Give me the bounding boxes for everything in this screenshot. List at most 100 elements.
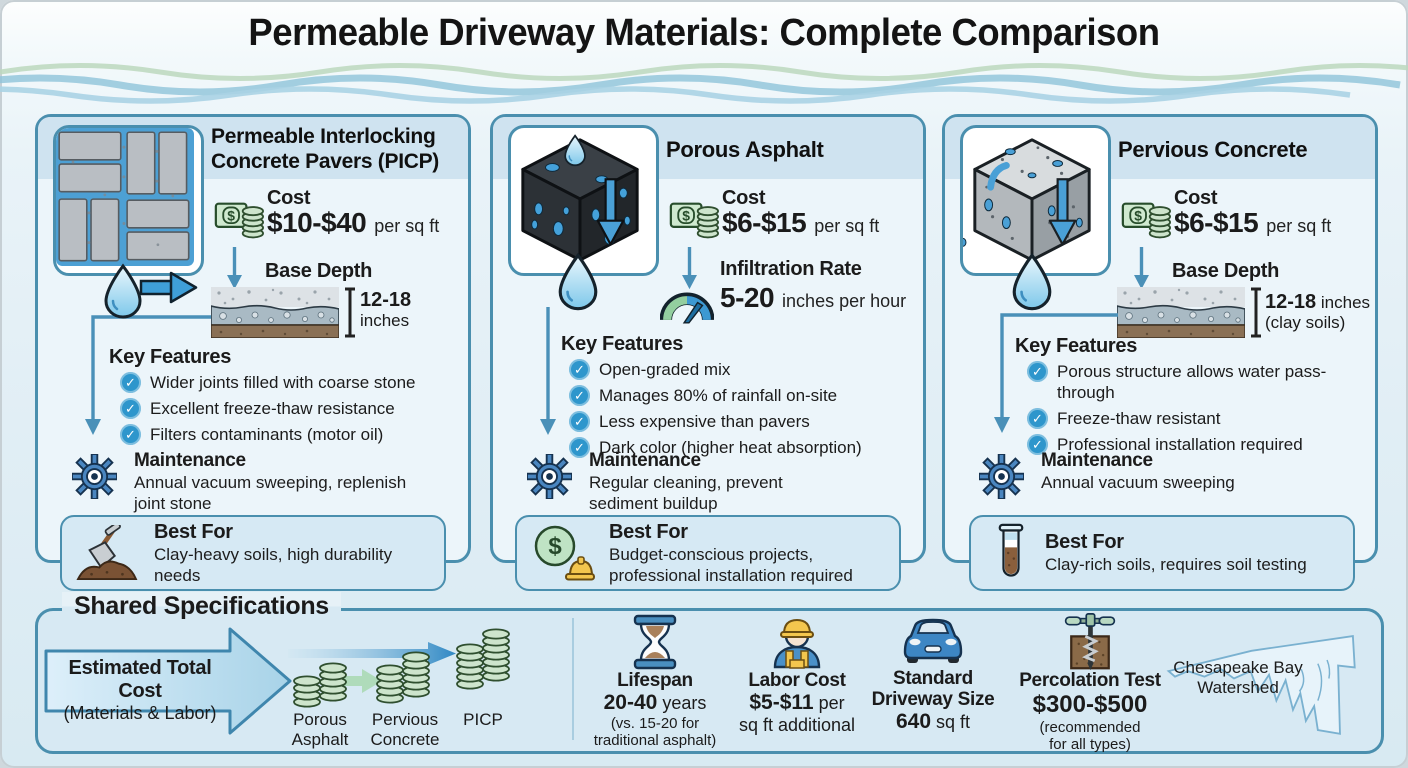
stat-lifespan-title: Lifespan xyxy=(617,670,693,691)
best-for-box: $ Best For Budget-conscious projects, pr… xyxy=(515,515,901,591)
stack-label-pervious-concrete: Pervious Concrete xyxy=(370,710,440,749)
check-icon: ✓ xyxy=(569,437,590,458)
card-picp: Permeable Interlocking Concrete Pavers (… xyxy=(35,114,471,591)
maintenance-label: Maintenance xyxy=(1041,450,1153,471)
coin-stack-pervious-concrete xyxy=(376,651,430,704)
maintenance-text: Regular cleaning, prevent sediment build… xyxy=(589,473,783,513)
feature-item: ✓Dark color (higher heat absorption) xyxy=(569,437,909,458)
stat-labor-cost: Labor Cost $5-$11 per sq ft additional xyxy=(722,670,872,736)
check-icon: ✓ xyxy=(1027,408,1048,429)
stat-labor-title: Labor Cost xyxy=(748,670,846,691)
stat-driveway-size: Standard Driveway Size 640 sq ft xyxy=(858,668,1008,734)
panel-divider xyxy=(572,618,574,740)
connector-elbow xyxy=(85,315,211,435)
check-icon: ✓ xyxy=(120,398,141,419)
feature-item: ✓Less expensive than pavers xyxy=(569,411,909,432)
check-icon: ✓ xyxy=(120,424,141,445)
soil-test-tube-icon xyxy=(998,523,1024,577)
best-for-text: Clay-rich soils, requires soil testing xyxy=(1045,555,1307,574)
page-title: Permeable Driveway Materials: Complete C… xyxy=(248,12,1160,54)
card-pervious-concrete: Pervious Concrete C xyxy=(942,114,1378,591)
gear-icon xyxy=(72,454,117,499)
feature-item: ✓Excellent freeze-thaw resistance xyxy=(120,398,455,419)
cost-label: Cost xyxy=(267,187,311,209)
base-depth-value: 12-18 xyxy=(1265,291,1317,313)
chesapeake-watershed-map xyxy=(1166,635,1356,735)
estimated-cost-arrow xyxy=(44,627,292,735)
picp-pavers-illustration xyxy=(53,125,204,276)
estimated-cost-label: Estimated Total Cost (Materials & Labor) xyxy=(63,657,217,723)
feature-item: ✓Manages 80% of rainfall on-site xyxy=(569,385,909,406)
maintenance-label: Maintenance xyxy=(589,450,701,471)
infiltration-value: 5-20 xyxy=(720,282,775,313)
key-features-label: Key Features xyxy=(561,333,684,355)
cost-value: $6-$15 xyxy=(1174,207,1259,238)
maintenance-text: Annual vacuum sweeping, replenish joint … xyxy=(134,473,407,513)
check-icon: ✓ xyxy=(1027,361,1048,382)
stat-percolation-note: (recommended for all types) xyxy=(1039,719,1141,753)
maintenance-text: Annual vacuum sweeping xyxy=(1041,473,1235,492)
water-droplet-icon xyxy=(555,252,601,311)
depth-bracket xyxy=(344,287,356,338)
connector-elbow xyxy=(994,313,1118,433)
stat-percolation: Percolation Test $300-$500 (recommended … xyxy=(1012,670,1168,753)
feature-item: ✓Wider joints filled with coarse stone xyxy=(120,372,455,393)
gear-icon xyxy=(527,454,572,499)
hourglass-icon xyxy=(633,614,677,670)
water-droplet-arrow-icon xyxy=(104,264,198,319)
card-picp-title: Permeable Interlocking Concrete Pavers (… xyxy=(211,125,439,173)
coin-stack-porous-asphalt xyxy=(293,662,347,708)
card-concrete-title: Pervious Concrete xyxy=(1118,137,1308,162)
stack-label-picp: PICP xyxy=(463,710,503,729)
key-features-label: Key Features xyxy=(109,346,232,368)
porous-asphalt-illustration xyxy=(508,125,659,276)
best-for-box: Best For Clay-rich soils, requires soil … xyxy=(969,515,1355,591)
gear-icon xyxy=(979,454,1024,499)
check-icon: ✓ xyxy=(120,372,141,393)
gauge-icon xyxy=(660,292,714,324)
connector-line xyxy=(540,307,556,435)
best-for-label: Best For xyxy=(609,520,688,543)
cost-flow-green-arrow xyxy=(330,669,382,693)
card-porous-asphalt: Porous Asphalt Cost xyxy=(490,114,926,591)
cost-label: Cost xyxy=(722,187,766,209)
depth-bracket xyxy=(1250,287,1262,338)
dollar-hardhat-icon: $ xyxy=(534,525,595,581)
water-droplet-icon xyxy=(1009,252,1055,311)
stat-labor-line2: sq ft additional xyxy=(738,715,856,735)
stat-driveway-value: 640 xyxy=(895,710,932,733)
check-icon: ✓ xyxy=(569,411,590,432)
cost-unit: per sq ft xyxy=(1266,216,1332,236)
cost-value: $10-$40 xyxy=(267,207,367,238)
check-icon: ✓ xyxy=(569,385,590,406)
chesapeake-watershed-label: Chesapeake Bay Watershed xyxy=(1173,658,1303,697)
base-depth-label: Base Depth xyxy=(1172,260,1280,282)
key-features-label: Key Features xyxy=(1015,335,1138,357)
money-icon xyxy=(214,195,264,242)
feature-item: ✓Freeze-thaw resistant xyxy=(1027,408,1327,429)
best-for-text: Budget-conscious projects, professional … xyxy=(609,544,853,585)
base-depth-note: (clay soils) xyxy=(1265,313,1346,332)
stat-lifespan-note: (vs. 15-20 for traditional asphalt) xyxy=(593,715,717,749)
best-for-label: Best For xyxy=(1045,531,1124,553)
cost-label: Cost xyxy=(1174,187,1218,209)
construction-worker-icon xyxy=(773,618,821,669)
check-icon: ✓ xyxy=(1027,434,1048,455)
shovel-soil-icon xyxy=(76,525,138,581)
car-icon xyxy=(903,618,963,663)
stat-percolation-title: Percolation Test xyxy=(1019,670,1161,691)
stat-percolation-value: $300-$500 xyxy=(1032,691,1148,718)
cost-flow-blue-arrow xyxy=(288,642,456,665)
feature-item: ✓Open-graded mix xyxy=(569,359,909,380)
feature-item: ✓Porous structure allows water pass-thro… xyxy=(1027,361,1327,403)
card-asphalt-title: Porous Asphalt xyxy=(666,137,824,162)
base-depth-cross-section xyxy=(211,287,339,338)
stat-labor-value: $5-$11 xyxy=(749,691,814,714)
infiltration-unit: inches per hour xyxy=(782,291,907,311)
soil-auger-icon xyxy=(1064,613,1116,671)
flow-arrow-down-icon xyxy=(227,247,242,290)
base-depth-unit: inches xyxy=(1316,293,1371,312)
stack-label-porous-asphalt: Porous Asphalt xyxy=(291,710,349,749)
stat-lifespan-value: 20-40 xyxy=(603,691,658,714)
